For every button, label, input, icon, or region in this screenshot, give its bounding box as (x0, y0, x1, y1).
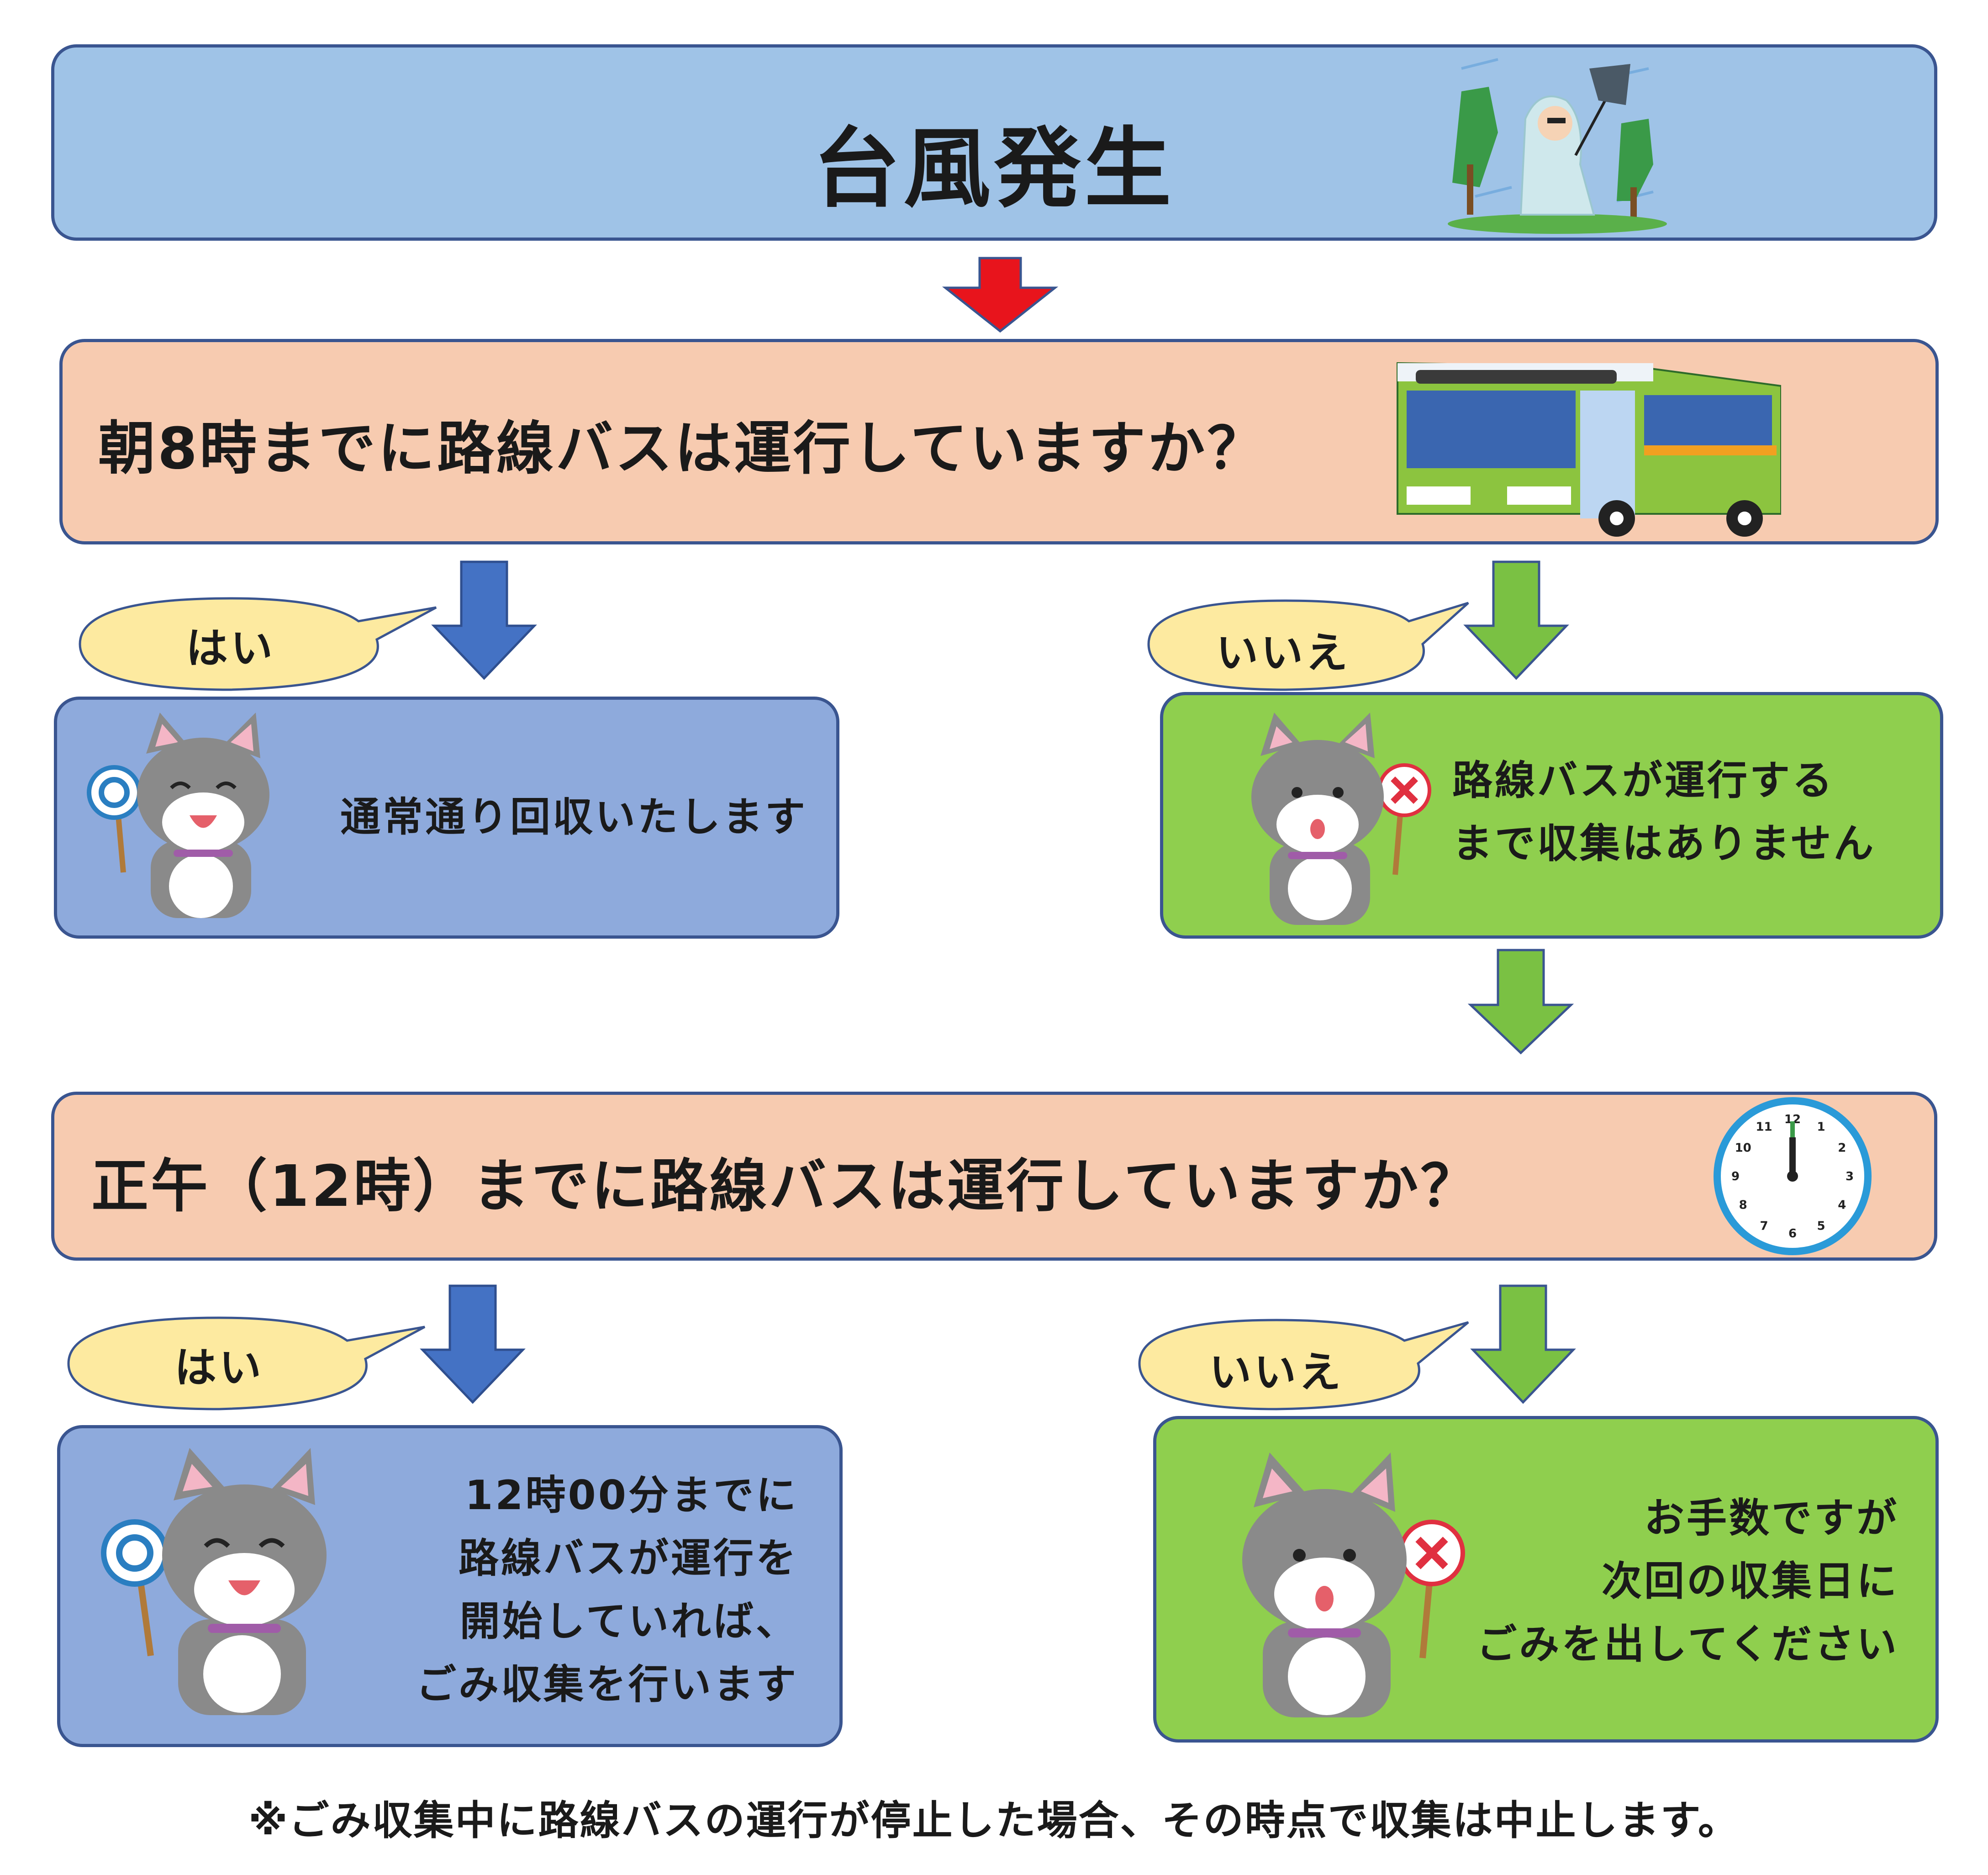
typhoon-person-icon (1448, 58, 1667, 234)
clock-number: 11 (1756, 1120, 1772, 1134)
clock-number: 6 (1788, 1227, 1797, 1241)
down-arrow-blue-1 (431, 560, 537, 680)
page-title: 台風発生 (813, 118, 1175, 219)
no-result-text-1: 路線バスが運行する まで収集はありません (1452, 749, 1876, 875)
result-line: ごみを出してください (1476, 1621, 1899, 1668)
result-line: 路線バスが運行を (458, 1535, 798, 1582)
yes-result-text-1: 通常通り回収いたします (340, 786, 807, 849)
speech-bubble-no-1 (1147, 599, 1469, 691)
cat-ng-icon (1251, 713, 1431, 925)
clock-number: 2 (1838, 1141, 1846, 1155)
result-line: 路線バスが運行する (1452, 757, 1835, 804)
yes-label-2: はい (174, 1343, 264, 1392)
question2-text: 正午（12時）までに路線バスは運行していますか？ (91, 1153, 1480, 1220)
down-arrow-red (942, 257, 1059, 333)
speech-bubble-yes-2 (67, 1316, 426, 1410)
down-arrow-green-1 (1463, 560, 1569, 680)
cat-ok-icon (101, 1448, 327, 1715)
no-label-1: いいえ (1216, 629, 1350, 677)
down-arrow-blue-2 (420, 1284, 526, 1404)
clock-number: 8 (1739, 1199, 1747, 1212)
clock-number: 4 (1838, 1199, 1846, 1212)
yes-label-1: はい (185, 624, 275, 673)
cat-ok-icon (87, 713, 269, 918)
clock-number: 1 (1817, 1120, 1825, 1134)
footer-note: ※ごみ収集中に路線バスの運行が停止した場合、その時点で収集は中止します。 (248, 1797, 1740, 1844)
question1-text: 朝8時までに路線バスは運行していますか？ (98, 416, 1267, 482)
clock-number: 9 (1731, 1170, 1740, 1183)
yes-result-text-2: 12時00分までに 路線バスが運行を 開始していれば、 ごみ収集を行います (416, 1464, 798, 1716)
speech-bubble-no-2 (1138, 1319, 1469, 1410)
clock-number: 5 (1817, 1219, 1825, 1233)
result-line: 通常通り回収いたします (340, 793, 808, 840)
no-result-text-2: お手数ですが 次回の収集日に ごみを出してください (1476, 1487, 1899, 1676)
result-line: まで収集はありません (1452, 820, 1876, 867)
result-line: 次回の収集日に (1601, 1558, 1899, 1605)
bus-icon (1397, 362, 1781, 537)
cat-ng-icon (1242, 1452, 1465, 1717)
question2-box (51, 1092, 1937, 1261)
clock-number: 3 (1846, 1170, 1854, 1183)
result-line: 12時00分までに (465, 1472, 798, 1519)
down-arrow-green-mid (1467, 949, 1574, 1055)
down-arrow-green-2 (1470, 1284, 1576, 1404)
speech-bubble-yes-1 (79, 597, 437, 691)
no-label-2: いいえ (1209, 1348, 1344, 1397)
result-line: 開始していれば、 (459, 1598, 798, 1645)
result-line: お手数ですが (1644, 1495, 1899, 1542)
result-line: ごみ収集を行います (416, 1661, 798, 1708)
clock-number: 10 (1735, 1141, 1751, 1155)
clock-number: 7 (1760, 1219, 1768, 1233)
